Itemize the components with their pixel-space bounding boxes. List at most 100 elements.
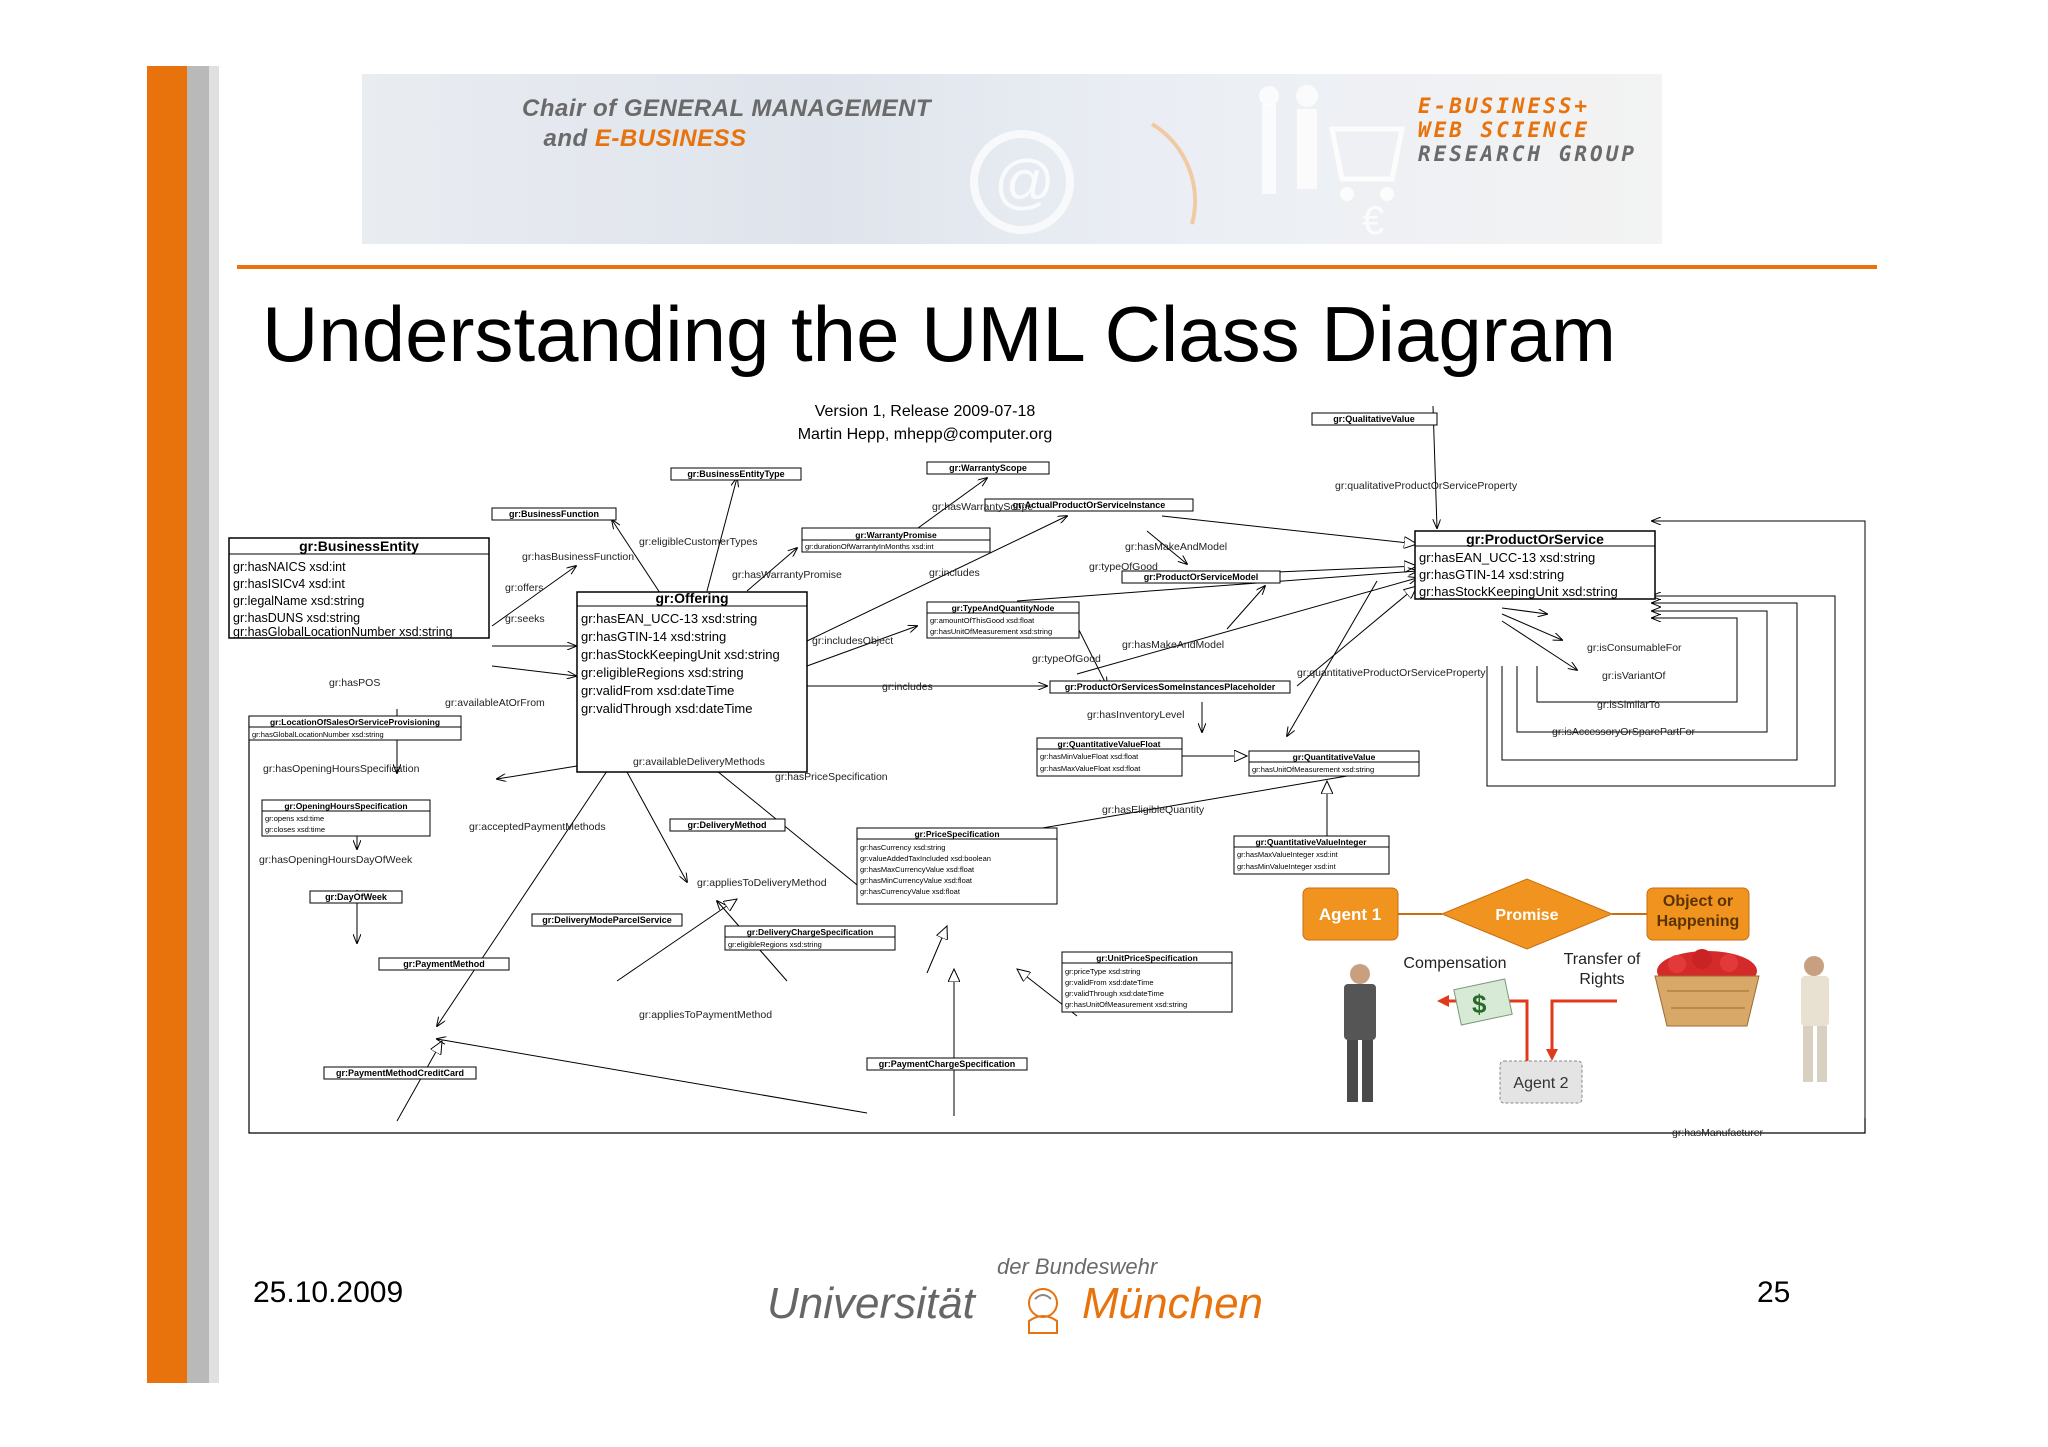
edge-label: gr:hasBusinessFunction (522, 551, 634, 563)
class-name: gr:BusinessEntity (299, 538, 419, 554)
edge-label: gr:appliesToDeliveryMethod (697, 877, 827, 889)
edge-label: gr:isVariantOf (1602, 670, 1665, 682)
class-attr: gr:closes xsd:time (265, 825, 325, 834)
gray-side-stripe (187, 66, 209, 1383)
class-attr: gr:hasUnitOfMeasurement xsd:string (1065, 1000, 1187, 1009)
class-name: gr:PaymentMethodCreditCard (336, 1068, 464, 1078)
class-attr: gr:validThrough xsd:dateTime (1065, 989, 1164, 998)
class-attr: gr:hasUnitOfMeasurement xsd:string (930, 627, 1052, 636)
class-attr: gr:hasGTIN-14 xsd:string (1419, 567, 1564, 582)
class-attr: gr:validFrom xsd:dateTime (581, 683, 734, 698)
class-attr: gr:validFrom xsd:dateTime (1065, 978, 1154, 987)
banner-illustration: @ € (970, 85, 1406, 243)
chair-heading: Chair of GENERAL MANAGEMENT and E-BUSINE… (522, 94, 931, 154)
edge-label: gr:hasOpeningHoursDayOfWeek (259, 854, 413, 866)
edge-label: gr:hasInventoryLevel (1087, 709, 1184, 721)
svg-text:@: @ (994, 148, 1055, 215)
class-name: gr:DeliveryModeParcelService (542, 915, 672, 925)
promise-label: Promise (1495, 907, 1558, 924)
class-attr: gr:valueAddedTaxIncluded xsd:boolean (860, 854, 991, 863)
class-qv-integer: gr:QuantitativeValueInteger gr:hasMaxVal… (1233, 835, 1390, 875)
edge-label: gr:typeOfGood (1089, 561, 1158, 573)
diagram-frame (248, 716, 1866, 1134)
edge-label: gr:includes (929, 567, 980, 579)
university-name-right: München (1082, 1279, 1264, 1328)
edge-label: gr:hasPriceSpecification (775, 771, 888, 783)
class-name: gr:QuantitativeValueInteger (1256, 837, 1368, 847)
class-name: gr:PaymentChargeSpecification (879, 1059, 1016, 1069)
edge-label: gr:hasWarrantyPromise (732, 569, 842, 581)
class-attr: gr:hasDUNS xsd:string (233, 611, 360, 625)
class-attr: gr:hasNAICS xsd:int (233, 560, 346, 574)
class-attr: gr:hasEAN_UCC-13 xsd:string (581, 611, 757, 626)
transfer-label: Transfer of Rights (1563, 951, 1641, 988)
university-name-left: Universität (767, 1279, 975, 1328)
class-name: gr:DeliveryChargeSpecification (747, 927, 874, 937)
class-business-entity-type: gr:BusinessEntityType (670, 467, 802, 481)
class-placeholder: gr:ProductOrServicesSomeInstancesPlaceho… (1049, 680, 1291, 694)
diagram-author: Martin Hepp, mhepp@computer.org (798, 426, 1053, 443)
class-business-entity: gr:BusinessEntity gr:hasNAICS xsd:int gr… (228, 537, 490, 639)
edge-label: gr:seeks (505, 613, 545, 625)
svg-text:€: € (1362, 199, 1384, 243)
class-actual-instance: gr:ActualProductOrServiceInstance (984, 498, 1194, 512)
edge-label: gr:hasOpeningHoursSpecification (263, 763, 420, 775)
class-attr: gr:hasStockKeepingUnit xsd:string (1419, 584, 1618, 599)
class-name: gr:LocationOfSalesOrServiceProvisioning (270, 717, 440, 727)
class-attr: gr:hasMinValueFloat xsd:float (1040, 752, 1139, 761)
class-name: gr:PaymentMethod (403, 959, 485, 969)
class-name: gr:PriceSpecification (914, 829, 999, 839)
class-delivery-charge: gr:DeliveryChargeSpecification gr:eligib… (724, 925, 896, 951)
small-classes: gr:BusinessEntityType gr:BusinessFunctio… (309, 412, 1438, 1080)
page-number: 25 (1757, 1276, 1791, 1309)
class-delivery-method: gr:DeliveryMethod (669, 818, 786, 832)
chair-prefix: Chair of (522, 95, 617, 122)
class-attr: gr:hasCurrency xsd:string (860, 843, 945, 852)
strawberry-basket-icon (1654, 949, 1760, 1027)
class-name: gr:OpeningHoursSpecification (284, 801, 407, 811)
class-payment-charge: gr:PaymentChargeSpecification (866, 1057, 1028, 1071)
class-quantitative-value: gr:QuantitativeValue gr:hasUnitOfMeasure… (1248, 750, 1420, 777)
page-title: Understanding the UML Class Diagram (262, 290, 1617, 378)
class-name: gr:TypeAndQuantityNode (952, 603, 1055, 613)
edge-label: gr:isSimilarTo (1597, 699, 1660, 711)
class-attr: gr:hasMaxValueInteger xsd:int (1237, 850, 1339, 859)
university-logo-icon (1028, 1288, 1058, 1334)
edge-label: gr:includes (882, 681, 933, 693)
class-name: gr:DayOfWeek (325, 892, 388, 902)
header-rule (237, 265, 1877, 269)
research-group-logo: E-BUSINESS+ WEB SCIENCE RESEARCH GROUP (1418, 94, 1637, 166)
group-line-2: WEB SCIENCE (1417, 118, 1591, 142)
class-product-or-service: gr:ProductOrService gr:hasEAN_UCC-13 xsd… (1414, 530, 1656, 600)
class-location: gr:LocationOfSalesOrServiceProvisioning … (248, 715, 462, 741)
class-name: gr:WarrantyScope (949, 463, 1027, 473)
edge-label: gr:offers (505, 582, 543, 594)
class-type-and-quantity: gr:TypeAndQuantityNode gr:amountOfThisGo… (926, 601, 1080, 639)
class-attr: gr:hasGlobalLocationNumber xsd:string (233, 625, 453, 639)
slide: @ € Chair of GENERAL MANAGEMENT and E-BU… (147, 66, 1902, 1383)
edge-label: gr:isConsumableFor (1587, 642, 1682, 654)
edge-label: gr:availableAtOrFrom (445, 697, 545, 709)
class-name: gr:ActualProductOrServiceInstance (1013, 500, 1166, 510)
class-attr: gr:priceType xsd:string (1065, 967, 1140, 976)
compensation-label: Compensation (1403, 955, 1506, 972)
light-side-stripe (209, 66, 219, 1383)
object-box (1646, 887, 1750, 941)
class-attr: gr:hasStockKeepingUnit xsd:string (581, 647, 780, 662)
uml-class-diagram: Version 1, Release 2009-07-18 Martin Hep… (228, 403, 1866, 1139)
svg-text:$: $ (1472, 989, 1487, 1019)
edge-label: gr:hasManufacturer (1672, 1127, 1764, 1139)
class-name: gr:UnitPriceSpecification (1096, 953, 1198, 963)
class-name: gr:BusinessEntityType (687, 469, 784, 479)
class-attr: gr:hasUnitOfMeasurement xsd:string (1252, 765, 1374, 774)
university-subtitle: der Bundeswehr (997, 1254, 1158, 1279)
class-name: gr:ProductOrServicesSomeInstancesPlaceho… (1065, 682, 1276, 692)
edge-label: gr:qualitativeProductOrServiceProperty (1335, 480, 1518, 492)
chair-and: and (543, 125, 588, 152)
agent2-label: Agent 2 (1513, 1075, 1568, 1092)
agent1-person-icon (1344, 964, 1376, 1102)
orange-side-stripe (147, 66, 187, 1383)
class-name: gr:QualitativeValue (1333, 414, 1415, 424)
group-line-1: E-BUSINESS+ (1417, 94, 1591, 118)
class-warranty-promise: gr:WarrantyPromise gr:durationOfWarranty… (801, 527, 991, 553)
